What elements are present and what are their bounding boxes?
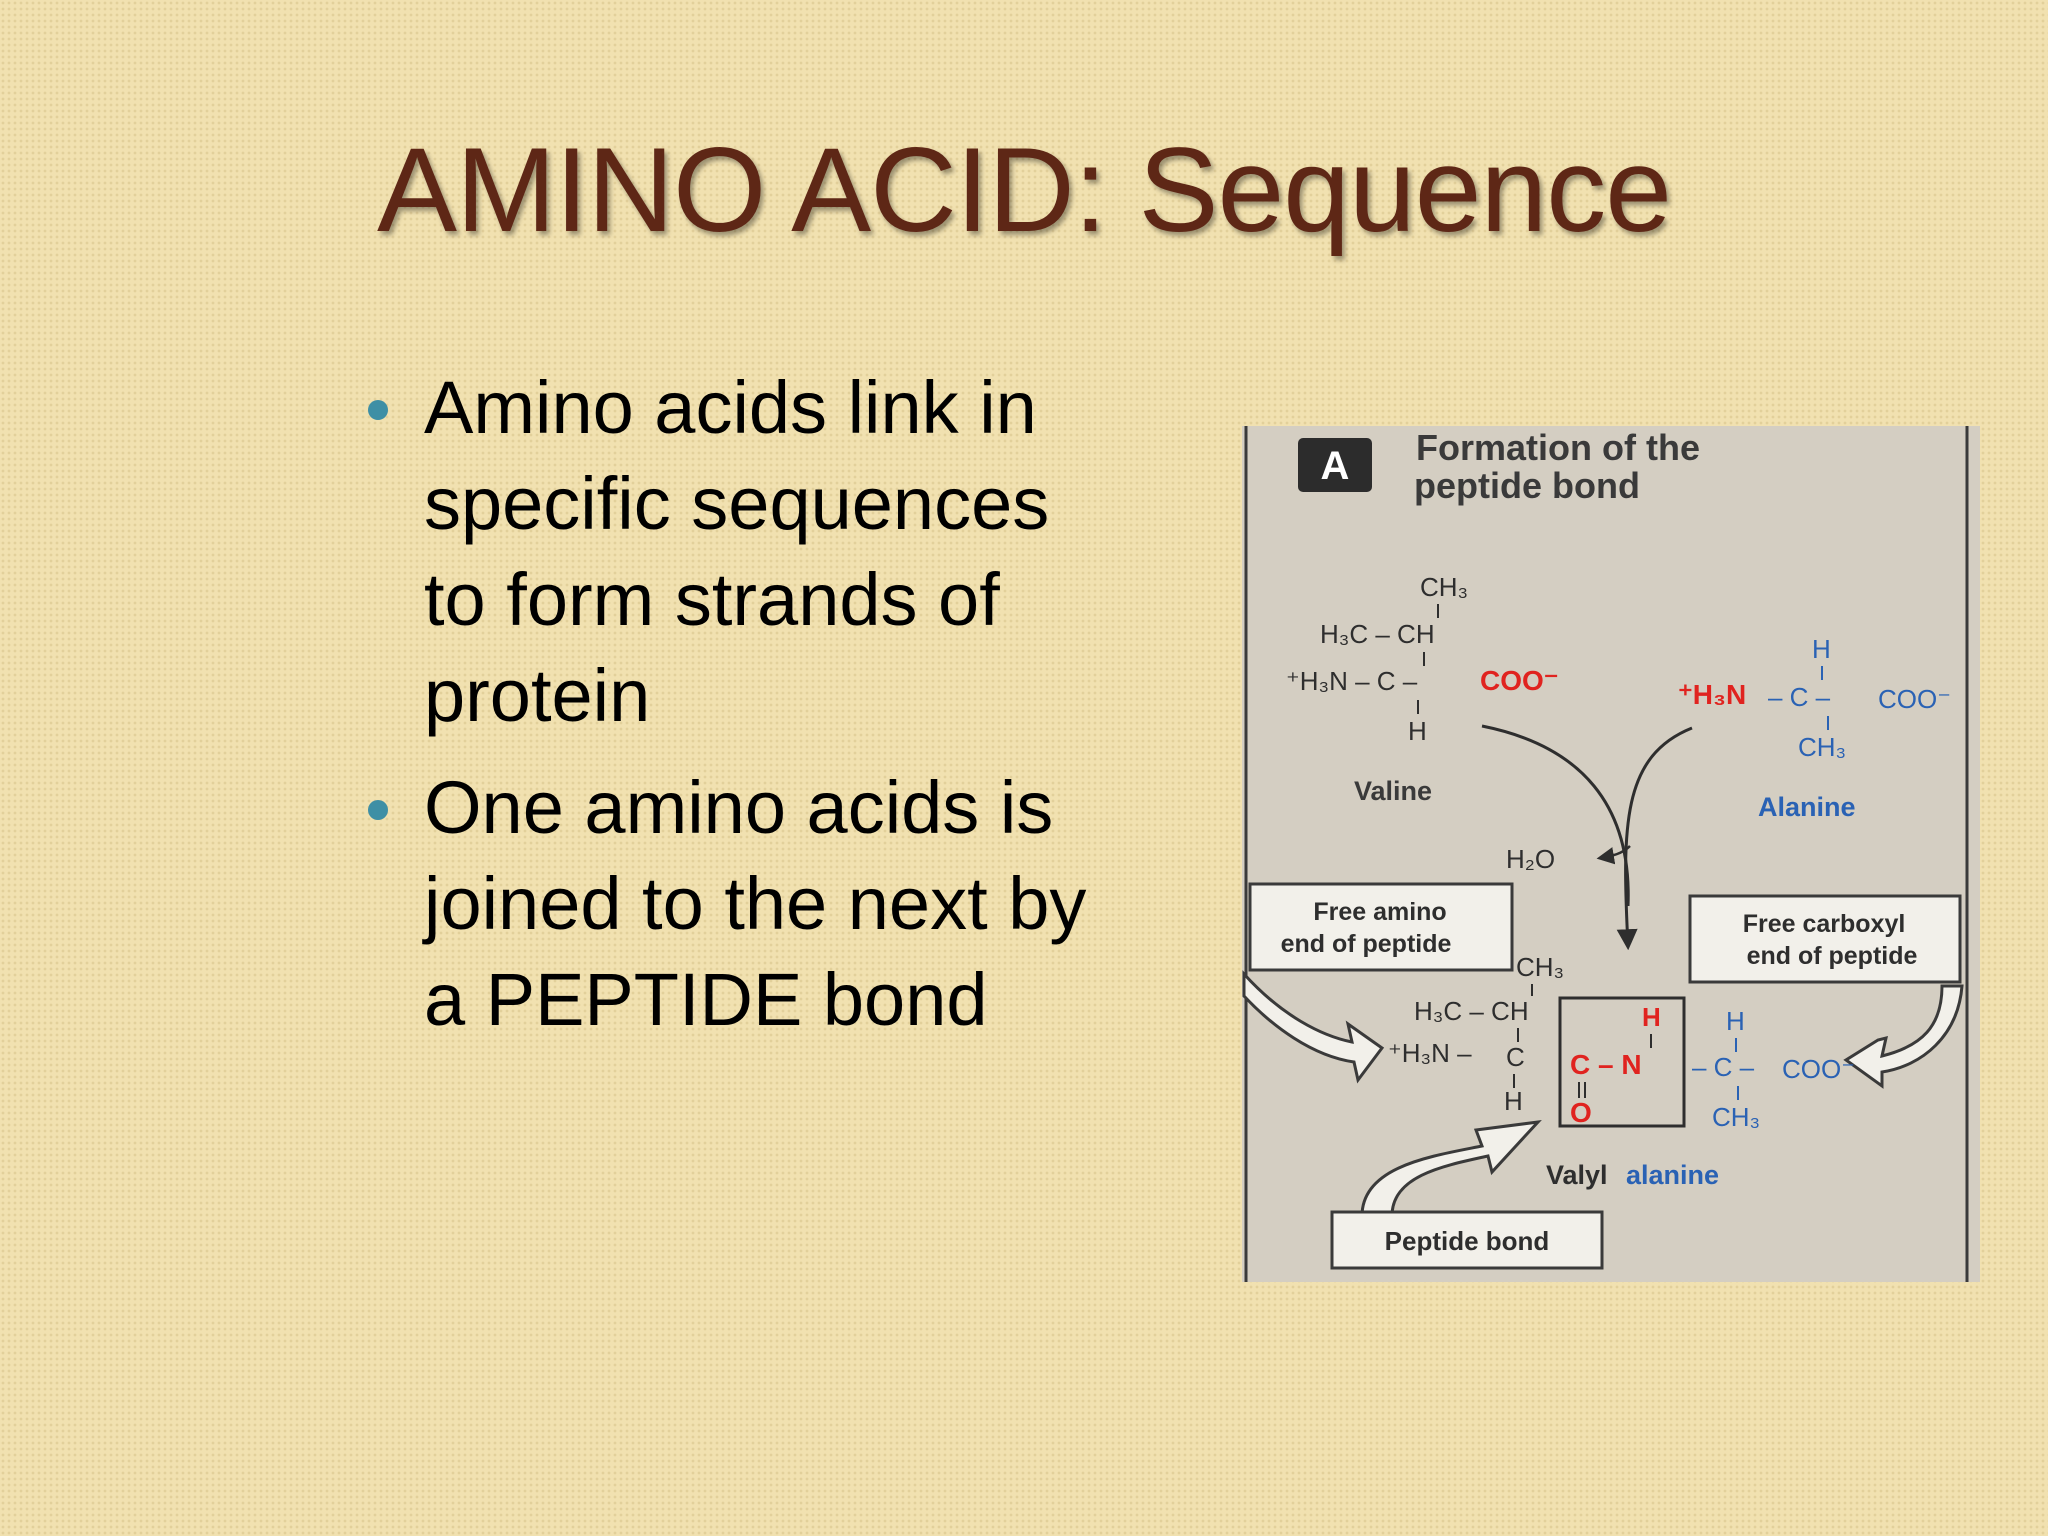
water-label: H₂O	[1506, 844, 1555, 874]
valine-h3c-ch: H₃C – CH	[1320, 619, 1435, 649]
bullet-text: One amino acids is joined to the next by…	[424, 766, 1087, 1041]
product-ala-h: H	[1726, 1006, 1745, 1036]
product-name-alanine: alanine	[1626, 1160, 1719, 1190]
bullet-dot-icon	[368, 800, 388, 820]
valine-h: H	[1408, 716, 1427, 746]
water-arrow	[1596, 845, 1631, 865]
peptide-bond-diagram: A Formation of the peptide bond CH₃ H₃C …	[1242, 426, 1980, 1282]
bullet-dot-icon	[368, 400, 388, 420]
free-carboxyl-line2: end of peptide	[1747, 942, 1918, 970]
product-ala-c-coo: – C –	[1692, 1052, 1755, 1082]
bullet-text: Amino acids link in specific sequences t…	[424, 366, 1050, 737]
valine-coo: COO⁻	[1480, 665, 1559, 696]
figure-heading-line1: Formation of the	[1416, 427, 1700, 468]
free-carboxyl-callout	[1688, 894, 1962, 984]
peptide-bond-label: Peptide bond	[1385, 1226, 1550, 1256]
peptide-c-n: C – N	[1570, 1049, 1642, 1080]
product-h3n: ⁺H₃N –	[1388, 1038, 1472, 1068]
bullet-list: Amino acids link in specific sequences t…	[360, 360, 1160, 1064]
peptide-o: O	[1570, 1097, 1592, 1128]
figure-heading-line2: peptide bond	[1414, 465, 1640, 506]
panel-letter-badge	[1298, 438, 1372, 492]
product-coo: COO⁻	[1782, 1054, 1855, 1084]
peptide-bond-figure: A Formation of the peptide bond CH₃ H₃C …	[1242, 426, 1980, 1282]
free-carboxyl-pointer	[1843, 984, 1964, 1089]
peptide-bond-pointer	[1360, 1119, 1542, 1218]
valine-ch3: CH₃	[1420, 572, 1468, 602]
reaction-arrow-right	[1616, 726, 1693, 951]
free-carboxyl-line1: Free carboxyl	[1743, 910, 1906, 938]
product-name-valyl: Valyl	[1546, 1160, 1608, 1190]
panel-letter: A	[1321, 444, 1350, 488]
bullet-item: Amino acids link in specific sequences t…	[360, 360, 1160, 744]
peptide-bond-callout	[1330, 1210, 1604, 1270]
product-ala-ch3: CH₃	[1712, 1102, 1760, 1132]
product-alpha-c: C	[1506, 1042, 1525, 1072]
free-amino-pointer	[1242, 970, 1385, 1084]
free-amino-line2: end of peptide	[1281, 930, 1452, 958]
alanine-coo: COO⁻	[1878, 684, 1951, 714]
slide-title: AMINO ACID: Sequence	[377, 123, 1672, 257]
free-amino-callout	[1248, 882, 1514, 972]
alanine-h3n: ⁺H₃N	[1678, 679, 1746, 710]
product-ch3: CH₃	[1516, 952, 1564, 982]
alanine-label: Alanine	[1758, 792, 1856, 822]
alanine-h: H	[1812, 634, 1831, 664]
valine-h3n: ⁺H₃N – C –	[1286, 666, 1418, 696]
alanine-ch3: CH₃	[1798, 732, 1846, 762]
figure-background	[1242, 426, 1980, 1282]
peptide-h: H	[1642, 1002, 1661, 1032]
free-amino-line1: Free amino	[1313, 898, 1446, 926]
bullet-item: One amino acids is joined to the next by…	[360, 760, 1160, 1048]
alanine-c-coo: – C –	[1768, 682, 1831, 712]
product-alpha-h: H	[1504, 1086, 1523, 1116]
valine-label: Valine	[1354, 776, 1432, 806]
product-h3c-ch: H₃C – CH	[1414, 996, 1529, 1026]
peptide-bond-box	[1558, 996, 1686, 1128]
